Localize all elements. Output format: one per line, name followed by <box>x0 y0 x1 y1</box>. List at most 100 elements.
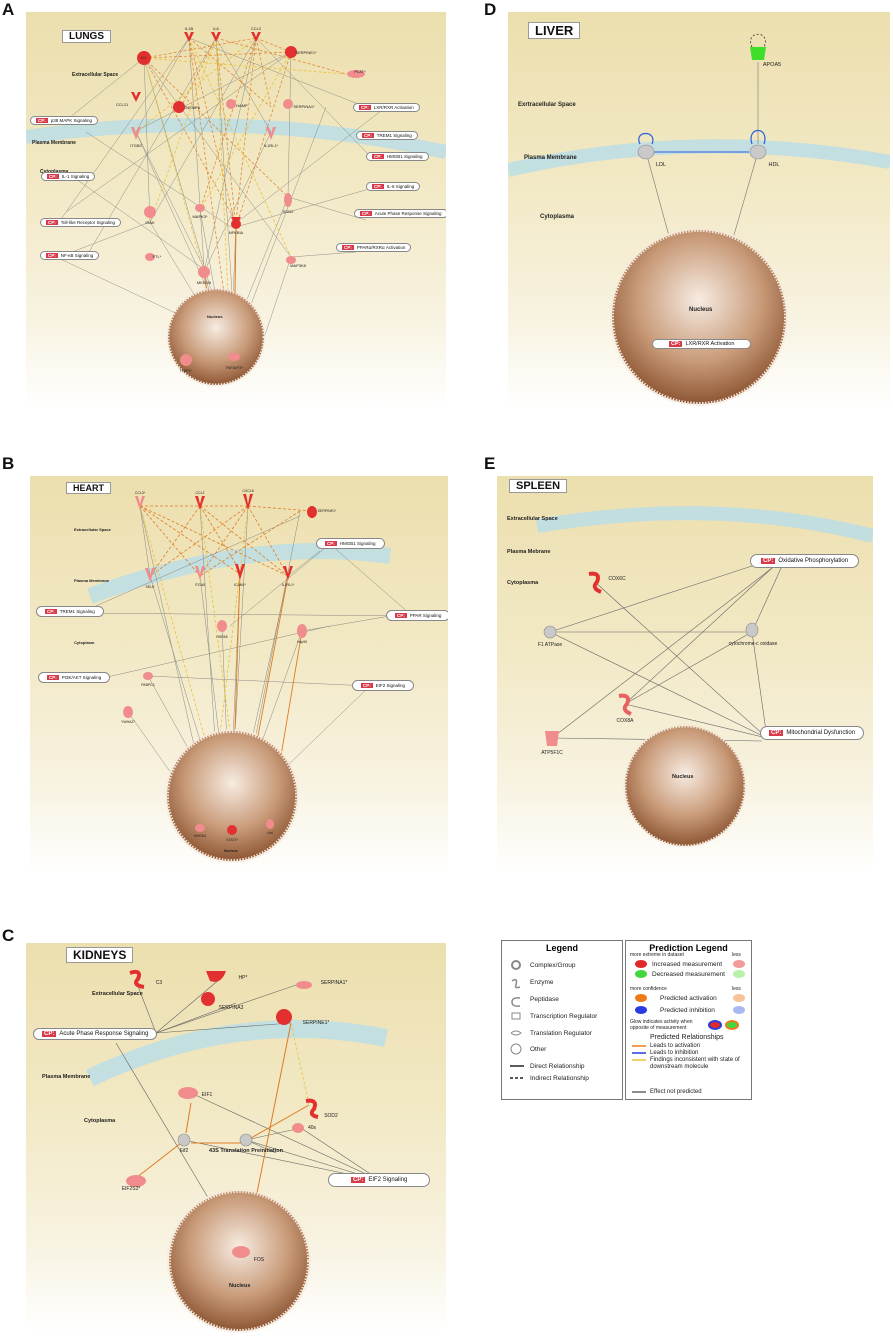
kidneys-region-extracellular: Extracellular Space <box>92 991 143 997</box>
pathway-label[interactable]: CP:LXR/RXR Activation <box>652 339 752 349</box>
spleen-nucleus <box>623 724 747 848</box>
pathway-label[interactable]: CP:Acute Phase Response Signaling <box>33 1028 158 1040</box>
heart-region-membrane: Plasma Membrane <box>74 578 110 583</box>
pathway-name: PI3K/AKT Signaling <box>61 675 102 680</box>
mol-label: 43S Translation Preinitiation <box>209 1148 283 1154</box>
pathway-name: Mitochondrial Dysfunction <box>786 730 856 736</box>
legend-item: Other <box>530 1046 547 1053</box>
mol-label: TNIP1* <box>179 368 193 373</box>
heart-network <box>79 494 411 863</box>
liver-region-membrane: Plasma Membrane <box>524 155 577 161</box>
lungs-title: LUNGS <box>62 30 111 43</box>
pathway-label[interactable]: CP:TREM1 Signaling <box>356 131 418 140</box>
cp-tag: CP: <box>47 675 59 680</box>
pathway-label[interactable]: CP:PI3K/AKT Signaling <box>38 672 111 683</box>
mol-label: SERPINE1* <box>302 1020 330 1026</box>
lungs-panel: LUNGS Extracellular Space Plasma Membran… <box>26 12 446 410</box>
pathway-label[interactable]: CP:HMGB1 Signaling <box>316 538 385 549</box>
legend-relationships-title: Predicted Relationships <box>650 1034 724 1041</box>
spleen-network <box>535 506 873 848</box>
mol-label: ICAM1* <box>233 583 247 587</box>
pathway-label[interactable]: CP:PPARα/RXRα Activation <box>336 243 412 252</box>
heart-region-nucleus: Nucleus <box>224 849 238 853</box>
cp-tag: CP: <box>342 245 354 250</box>
pathway-label[interactable]: CP:Acute Phase Response Signaling <box>354 209 446 218</box>
mol-label: IL1B <box>184 26 194 31</box>
mol-label: LDL <box>655 162 667 168</box>
cp-tag: CP: <box>362 133 374 138</box>
mol-label: APOA5 <box>762 62 782 68</box>
mol-label: EIF1 <box>201 1092 213 1098</box>
heart-title: HEART <box>66 482 111 494</box>
mol-label: TNFAIP6 <box>183 105 201 110</box>
pathway-label[interactable]: CP:EIF2 Signaling <box>328 1173 431 1187</box>
mol-label: IL6 <box>213 26 219 31</box>
pathway-name: Toll-like Receptor Signaling <box>60 220 116 225</box>
mol-label: SELE <box>145 585 155 589</box>
mol-label: EIF2S3* <box>121 1186 141 1192</box>
heart-region-extracellular: Extracellular Space <box>74 527 111 532</box>
legend-activation: Predicted activation <box>660 995 717 1002</box>
legend-title: Legend <box>545 943 578 953</box>
kidneys-region-membrane: Plasma Membrane <box>42 1074 91 1080</box>
cp-tag: CP: <box>351 1177 366 1183</box>
mol-label: FTL* <box>152 254 162 259</box>
legend-leads-inhibition: Leads to inhibition <box>650 1050 699 1056</box>
cp-tag: CP: <box>45 609 57 614</box>
pathway-label[interactable]: CP:Toll-like Receptor Signaling <box>40 218 122 227</box>
pathway-label[interactable]: CP:LXR/RXR Activation <box>353 103 420 112</box>
spleen-title: SPLEEN <box>509 479 568 493</box>
mol-label: HSPA5 <box>216 635 228 639</box>
panel-label-e: E <box>484 454 496 473</box>
pathway-label[interactable]: CP:p38 MAPK Signaling <box>30 116 99 125</box>
mol-label: SERPINA1* <box>320 980 348 986</box>
mol-label: ITGA5 <box>194 583 206 587</box>
pathway-label[interactable]: CP:PPAR Signaling <box>386 610 448 621</box>
pathway-label[interactable]: CP:Mitochondrial Dysfunction <box>760 726 865 740</box>
legend-leads-activation: Leads to activation <box>650 1043 701 1049</box>
pathway-label[interactable]: CP:EIF2 Signaling <box>352 680 415 691</box>
legend-increased: Increased measurement <box>652 961 723 968</box>
cp-tag: CP: <box>372 184 384 189</box>
pathway-label[interactable]: CP:Oxidative Phosphorylation <box>750 554 860 568</box>
cp-tag: CP: <box>47 174 59 179</box>
mol-label: 40s <box>307 1125 317 1131</box>
legend-inhibition: Predicted inhibition <box>660 1007 715 1014</box>
lungs-region-membrane: Plasma Membrane <box>32 140 76 146</box>
pathway-name: PPARα/RXRα Activation <box>356 245 406 250</box>
mol-label: ATP5F1C <box>541 750 563 756</box>
mol-label: MAP3K8 <box>290 263 306 268</box>
mol-label: SOD2 <box>324 1113 338 1119</box>
mol-label: STAT3* <box>226 838 238 842</box>
mol-label: CCL21 <box>115 102 129 107</box>
legend-not-predicted: Effect not predicted <box>650 1089 702 1095</box>
pathway-name: EIF2 Signaling <box>368 1177 408 1183</box>
mol-label: CCL2 <box>195 491 205 495</box>
pathway-label[interactable]: CP:IL-6 Signaling <box>366 182 421 191</box>
lungs-nucleus <box>166 287 266 387</box>
prediction-legend-box: Prediction Legend more extreme in datase… <box>625 940 752 1100</box>
mol-label: Eif2 <box>179 1148 189 1154</box>
pathway-name: LXR/RXR Activation <box>685 341 735 347</box>
legend-more-confidence: more confidence <box>630 986 667 992</box>
legend-item: Enzyme <box>530 979 554 986</box>
prediction-legend-symbols <box>632 960 745 1093</box>
liver-region-cytoplasm: Cytoplasma <box>540 214 575 220</box>
mol-label: CCL2 <box>250 26 262 31</box>
legend-box: Legend Complex/Group Enzyme Peptidase Tr… <box>501 940 623 1100</box>
legend-less: less <box>732 986 741 992</box>
mol-label: CXCL8 <box>242 489 254 493</box>
pathway-label[interactable]: CP:HMGB1 Signaling <box>366 152 429 161</box>
mol-label: SOD2 <box>282 209 294 214</box>
mol-label: IL1RL1* <box>281 583 295 587</box>
pathway-name: IL-1 Signaling <box>61 174 90 179</box>
mol-label: COX6C <box>608 576 626 582</box>
legend-more-extreme: more extreme in dataset <box>630 952 684 958</box>
pathway-label[interactable]: CP:NF-κB Signaling <box>40 251 100 260</box>
legend-item: Indirect Relationship <box>530 1075 589 1082</box>
pathway-name: EIF2 Signaling <box>375 683 406 688</box>
legend-less: less <box>732 952 741 958</box>
lungs-region-extracellular: Extracellular Space <box>72 72 119 78</box>
pathway-label[interactable]: CP:TREM1 Signaling <box>36 606 104 617</box>
pathway-label[interactable]: CP:IL-1 Signaling <box>41 172 96 181</box>
